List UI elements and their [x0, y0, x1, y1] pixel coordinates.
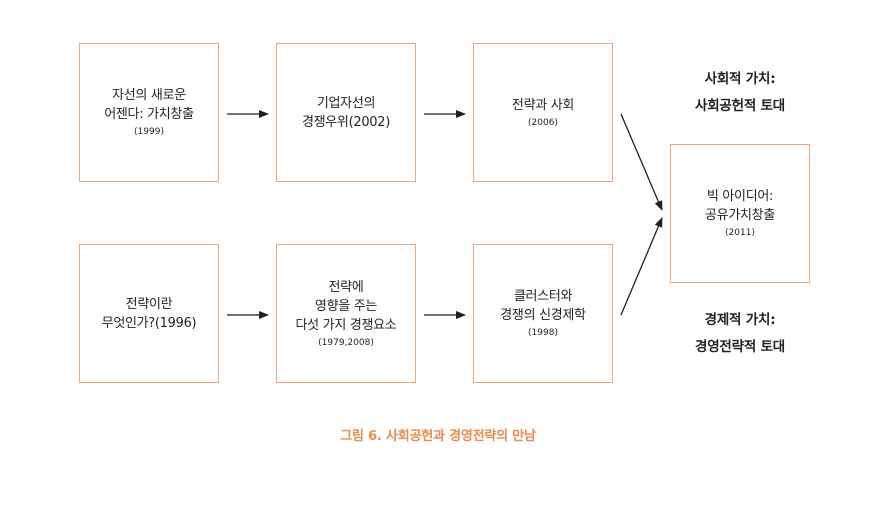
box-text: 자선의 새로운: [112, 88, 186, 103]
box-text: 클러스터와: [513, 289, 573, 304]
box-text: 전략에: [328, 279, 364, 295]
box-text: 전략이란: [125, 296, 173, 312]
box-big-idea: 빅 아이디어: 공유가치창출 (2011): [670, 144, 810, 283]
box-text: 다섯 가지 경쟁요소: [295, 317, 397, 333]
box-text: 영향을 주는: [314, 298, 378, 314]
box-year: (1999): [134, 127, 164, 137]
box-five-forces: 전략에 영향을 주는 다섯 가지 경쟁요소 (1979,2008): [276, 244, 416, 383]
box-year: (2011): [725, 228, 755, 238]
box-text: 경쟁의 신경제학: [500, 308, 586, 323]
economic-value-label: 경제적 가치: 경영전략적 토대: [660, 307, 820, 361]
box-text: 빅 아이디어:: [706, 189, 774, 204]
box-text: 경쟁우위(2002): [301, 114, 391, 130]
box-text: 기업자선의: [316, 95, 376, 111]
box-strategy-society: 전략과 사회 (2006): [473, 43, 613, 182]
box-clusters: 클러스터와 경쟁의 신경제학 (1998): [473, 244, 613, 383]
label-line: 경영전략적 토대: [694, 339, 786, 355]
label-line: 사회공헌적 토대: [694, 98, 786, 114]
box-year: (1998): [528, 328, 558, 338]
box-year: (2006): [528, 117, 558, 128]
box-competitive-advantage: 기업자선의 경쟁우위(2002): [276, 43, 416, 182]
figure-caption: 그림 6. 사회공헌과 경영전략의 만남: [340, 429, 536, 444]
arrow-diagonal-icon: [620, 217, 663, 316]
box-text: 무엇인가?(1996): [101, 315, 197, 331]
box-text: 공유가치창출: [705, 208, 775, 223]
box-what-is-strategy: 전략이란 무엇인가?(1996): [79, 244, 219, 383]
box-year: (1979,2008): [318, 337, 374, 348]
label-line: 사회적 가치:: [704, 71, 776, 87]
box-text: 어젠다: 가치창출: [104, 107, 194, 122]
box-text: 전략과 사회: [511, 97, 575, 113]
arrow-diagonal-icon: [620, 113, 663, 211]
box-philanthropy-agenda: 자선의 새로운 어젠다: 가치창출 (1999): [79, 43, 219, 182]
social-value-label: 사회적 가치: 사회공헌적 토대: [660, 66, 820, 120]
label-line: 경제적 가치:: [704, 312, 776, 328]
